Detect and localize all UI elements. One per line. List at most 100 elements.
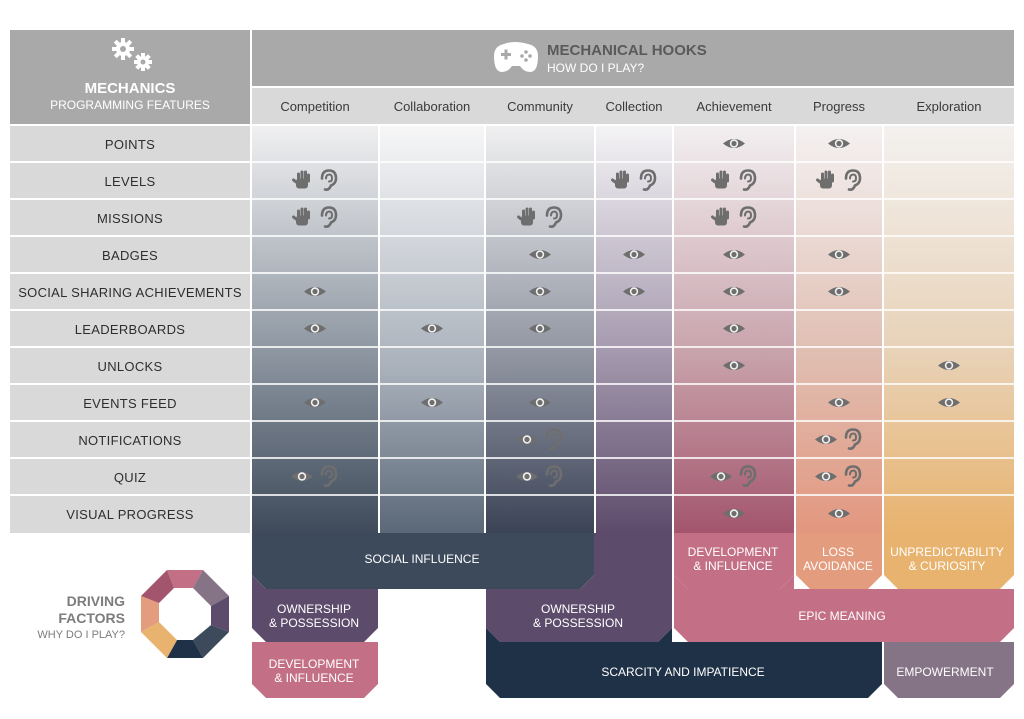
eye-icon [723,287,745,296]
eye-icon [623,287,645,296]
eye-icon [304,324,326,333]
column-header-collection: Collection [605,98,663,114]
ear-icon [320,169,338,191]
eye-icon [529,324,551,333]
row-label-missions: MISSIONS [97,211,163,226]
ear-icon [739,206,757,228]
factor-empowerment [884,642,1014,698]
row-label-events-feed: EVENTS FEED [83,396,177,411]
eye-icon [710,472,732,481]
label-ownership-community-2: & POSSESSION [533,616,623,630]
eye-icon [529,250,551,259]
label-unpredictability-2: & CURIOSITY [909,559,986,573]
factor-scarcity [486,628,882,698]
eye-icon [938,398,960,407]
eye-icon [723,139,745,148]
factor-loss-avoidance [796,533,882,589]
hooks-title: MECHANICAL HOOKS [547,42,707,59]
hooks-subtitle: HOW DO I PLAY? [547,61,644,75]
eye-icon [828,287,850,296]
row-label-unlocks: UNLOCKS [97,359,163,374]
hand-icon [816,170,834,189]
driving-factors-line1: DRIVING [67,593,125,609]
label-unpredictability-1: UNPREDICTABILITY [890,545,1004,559]
row-label-points: POINTS [104,137,156,152]
ear-icon [844,465,862,487]
row-label-badges: BADGES [102,248,158,263]
eye-icon [529,287,551,296]
factor-development-achievement [674,533,794,589]
column-header-exploration: Exploration [916,98,982,114]
factor-ownership-competition [252,575,378,642]
ear-icon [844,428,862,450]
eye-icon [723,324,745,333]
hooks-header-bg [252,30,1014,86]
column-header-community: Community [507,98,573,114]
gears-icon [112,38,152,71]
hand-icon [517,207,535,226]
column-header-achievement: Achievement [696,98,772,114]
ear-icon [739,465,757,487]
mechanics-subtitle: PROGRAMMING FEATURES [50,98,210,112]
label-loss-2: AVOIDANCE [803,559,873,573]
cell-icons-layer [291,139,960,518]
eye-icon [623,250,645,259]
eye-icon [291,472,313,481]
row-label-quiz: QUIZ [113,470,147,485]
ear-icon [739,169,757,191]
mechanics-header-bg [10,30,250,124]
columns-header-bg [252,88,1014,124]
row-label-notifications: NOTIFICATIONS [78,433,182,448]
gamepad-icon [494,42,538,72]
column-progress-body [796,126,882,533]
hand-icon [711,207,729,226]
eye-icon [304,287,326,296]
column-collection-body [596,126,672,533]
ear-icon [320,206,338,228]
eye-icon [421,398,443,407]
label-empowerment: EMPOWERMENT [896,665,994,679]
eye-icon [421,324,443,333]
ear-icon [545,428,563,450]
ear-icon [844,169,862,191]
hand-icon [611,170,629,189]
label-development-achievement-1: DEVELOPMENT [688,545,779,559]
hand-icon [292,207,310,226]
column-header-collaboration: Collaboration [393,98,471,114]
eye-icon [723,250,745,259]
ear-icon [545,465,563,487]
row-label-backgrounds [10,126,250,533]
ear-icon [320,465,338,487]
hand-icon [292,170,310,189]
factor-unpredictability [884,533,1014,589]
eye-icon [723,509,745,518]
eye-icon [828,398,850,407]
label-development-achievement-2: & INFLUENCE [693,559,772,573]
driving-factors-subtitle: WHY DO I PLAY? [37,629,125,641]
label-ownership-community-1: OWNERSHIP [541,602,615,616]
eye-icon [304,398,326,407]
eye-icon [516,435,538,444]
factor-ownership-community [486,533,672,642]
label-scarcity: SCARCITY AND IMPATIENCE [601,665,764,679]
label-development-competition-2: & INFLUENCE [274,671,353,685]
label-ownership-competition-2: & POSSESSION [269,616,359,630]
eye-icon [938,361,960,370]
column-header-progress: Progress [812,98,866,114]
column-header-competition: Competition [280,98,350,114]
octagon-icon [141,570,229,658]
factor-development-competition [252,642,378,698]
row-label-visual-progress: VISUAL PROGRESS [66,507,194,522]
driving-factors-line2: FACTORS [58,610,125,626]
ear-icon [545,206,563,228]
label-loss-1: LOSS [822,545,854,559]
label-development-competition-1: DEVELOPMENT [269,657,360,671]
eye-icon [723,361,745,370]
mechanics-title: MECHANICS [85,80,176,97]
label-ownership-competition-1: OWNERSHIP [277,602,351,616]
eye-icon [828,139,850,148]
column-exploration-body [884,126,1014,533]
row-label-leaderboards: LEADERBOARDS [74,322,186,337]
factor-social-influence [252,533,594,589]
eye-icon [828,509,850,518]
